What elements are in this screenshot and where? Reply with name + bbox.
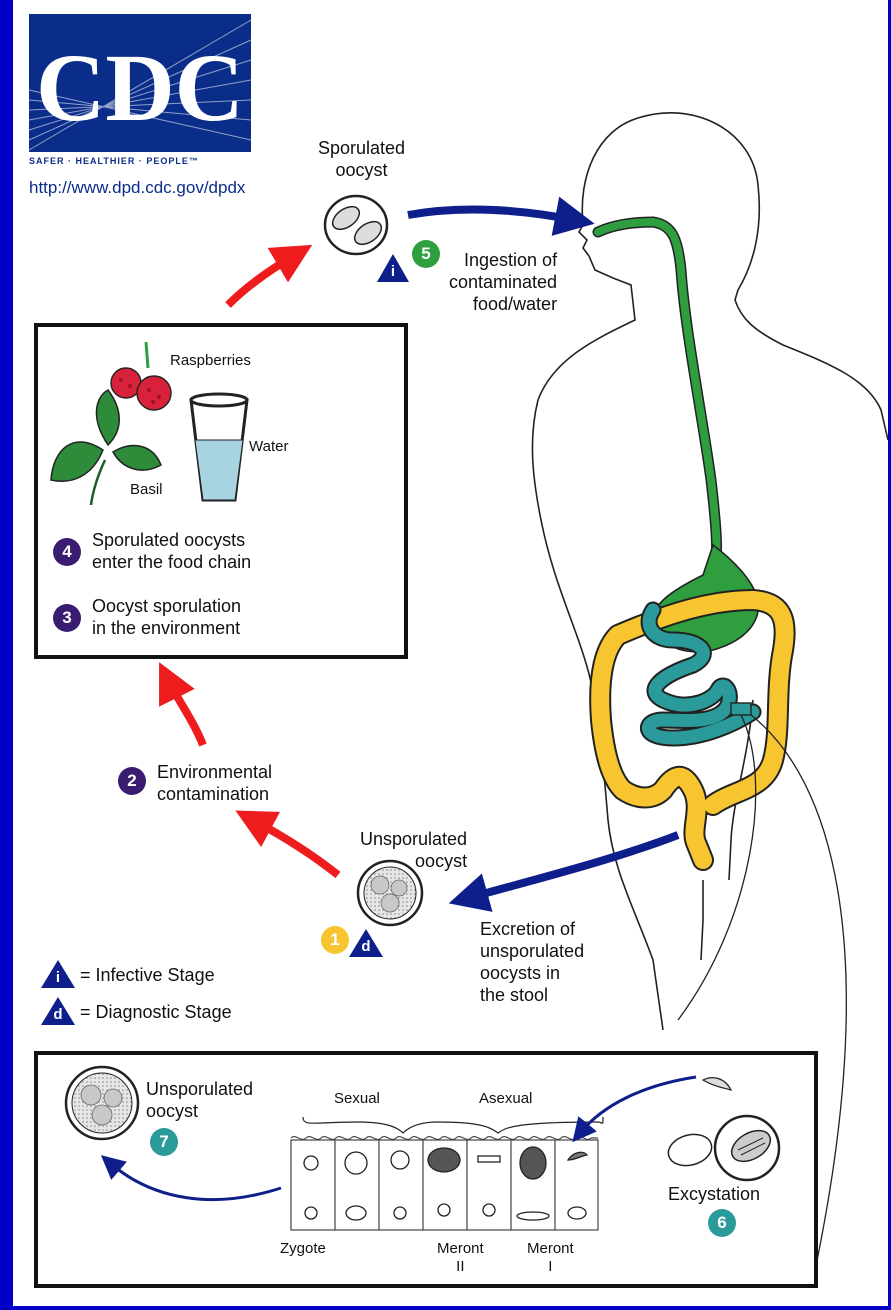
arrow-excretion xyxy=(468,835,678,898)
arrow-to-mouth xyxy=(408,210,575,220)
cdc-logo: CDC xyxy=(29,14,251,152)
stage-3-badge: 3 xyxy=(53,604,81,632)
diagnostic-stage-letter: d xyxy=(354,938,378,955)
epithelial-cells xyxy=(291,1137,598,1230)
excretion-label: Excretion of unsporulated oocysts in the… xyxy=(480,918,584,1006)
basil-label: Basil xyxy=(130,481,163,499)
cdc-url: http://www.dpd.cdc.gov/dpdx xyxy=(29,178,245,198)
legend-diagnostic-label: = Diagnostic Stage xyxy=(80,1001,232,1023)
stage-6-badge: 6 xyxy=(708,1209,736,1237)
unsporulated-oocyst-7-image xyxy=(66,1067,138,1139)
esophagus-stomach xyxy=(598,222,758,652)
stage-4-badge: 4 xyxy=(53,538,81,566)
legend-diagnostic-letter: d xyxy=(46,1006,70,1023)
water-label: Water xyxy=(249,438,288,456)
intestine-highlight-box xyxy=(731,703,751,715)
excystation-label: Excystation xyxy=(668,1183,760,1205)
stage-1-badge: 1 xyxy=(321,926,349,954)
food-chain-label: Sporulated oocysts enter the food chain xyxy=(92,529,251,573)
meront-ii-label: Meront II xyxy=(437,1240,484,1276)
unsporulated-oocyst-7-label: Unsporulated oocyst xyxy=(146,1078,253,1122)
stage-5-badge: 5 xyxy=(412,240,440,268)
stage-2-badge: 2 xyxy=(118,767,146,795)
sporulated-oocyst-label: Sporulated oocyst xyxy=(318,137,405,181)
stage-7-badge: 7 xyxy=(150,1128,178,1156)
legend-infective-label: = Infective Stage xyxy=(80,964,215,986)
sporulation-label: Oocyst sporulation in the environment xyxy=(92,595,241,639)
infective-stage-letter: i xyxy=(381,263,405,280)
ingestion-label: Ingestion of contaminated food/water xyxy=(449,249,557,315)
sporulated-oocyst-image xyxy=(325,196,387,254)
environmental-contamination-label: Environmental contamination xyxy=(157,761,272,805)
zygote-label: Zygote xyxy=(280,1240,326,1258)
cdc-logo-text: CDC xyxy=(36,34,244,141)
meront-i-label: Meront I xyxy=(527,1240,574,1276)
unsporulated-oocyst-label: Unsporulated oocyst xyxy=(360,828,467,872)
raspberries-label: Raspberries xyxy=(170,352,251,370)
diagram-panel: CDC xyxy=(13,0,888,1306)
arrow-to-environment-box xyxy=(168,680,203,745)
arrow-to-sporulated xyxy=(228,255,295,305)
sexual-label: Sexual xyxy=(334,1090,380,1108)
arrow-to-contamination xyxy=(253,820,338,875)
legend-infective-letter: i xyxy=(46,969,70,986)
asexual-label: Asexual xyxy=(479,1090,532,1108)
cdc-tagline: SAFER · HEALTHIER · PEOPLE™ xyxy=(29,156,199,166)
